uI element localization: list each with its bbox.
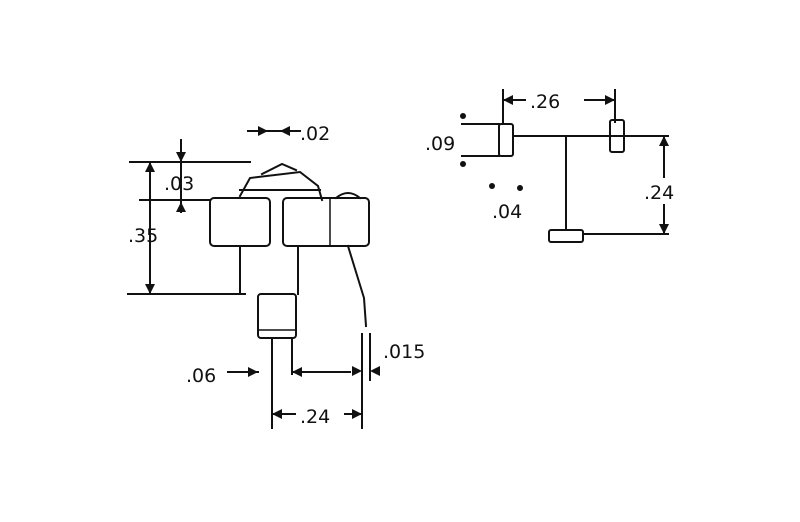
dim-06-arrow-right	[292, 367, 302, 377]
dim-04-label: .04	[492, 201, 522, 223]
dim-02-arrow-left	[258, 126, 268, 136]
actuator-lever	[238, 170, 324, 202]
dim-015-arrow-left	[352, 366, 362, 376]
dim-015-label: .015	[383, 341, 425, 363]
dim-24-fp-label: .24	[644, 182, 674, 204]
footprint-view: .26 .09 .04 .24	[425, 88, 686, 243]
dim-24-side-arrow-left	[272, 409, 282, 419]
dim-35-arrow-bottom	[145, 284, 155, 294]
dim-03-arrow-top	[176, 152, 186, 162]
actuator-roller	[260, 162, 298, 176]
housing-left-block	[209, 197, 271, 247]
housing-right-block	[282, 197, 370, 247]
side-view: .03 .35 .02 .06	[127, 123, 425, 429]
dim-015-arrow-right	[370, 366, 380, 376]
dim-26-arrow-right	[605, 95, 615, 105]
dim-24-fp-arrow-bottom	[659, 224, 669, 234]
dim-24-side-arrow-right	[352, 409, 362, 419]
dim-06-label: .06	[186, 365, 216, 387]
dim-02-label: .02	[300, 123, 330, 145]
dim-09-marker-bottom	[460, 161, 466, 167]
dim-06-arrow-left	[248, 367, 258, 377]
dim-35-arrow-top	[145, 162, 155, 172]
housing-cap	[334, 192, 362, 200]
dim-24-side-label: .24	[300, 406, 330, 428]
dim-26-gap	[526, 88, 584, 112]
terminal-lead	[346, 244, 368, 328]
dim-35-label: .35	[128, 225, 158, 247]
pin-left	[498, 123, 514, 157]
dim-09-label: .09	[425, 133, 455, 155]
dim-24-fp-arrow-top	[659, 136, 669, 146]
dim-24-side-gap	[296, 404, 344, 426]
dim-03-label: .03	[164, 173, 194, 195]
dim-26-arrow-left	[503, 95, 513, 105]
dim-03-arrow-bottom	[176, 202, 186, 212]
dim-02-arrow-right	[280, 126, 290, 136]
dim-24-fp-gap	[640, 178, 686, 204]
dim-04-marker-right	[517, 185, 523, 191]
dim-09-marker-top	[460, 113, 466, 119]
dim-26-label: .26	[530, 91, 560, 113]
stem-plunger	[257, 293, 297, 339]
dim-04-marker-left	[489, 183, 495, 189]
pin-bottom	[548, 229, 584, 243]
